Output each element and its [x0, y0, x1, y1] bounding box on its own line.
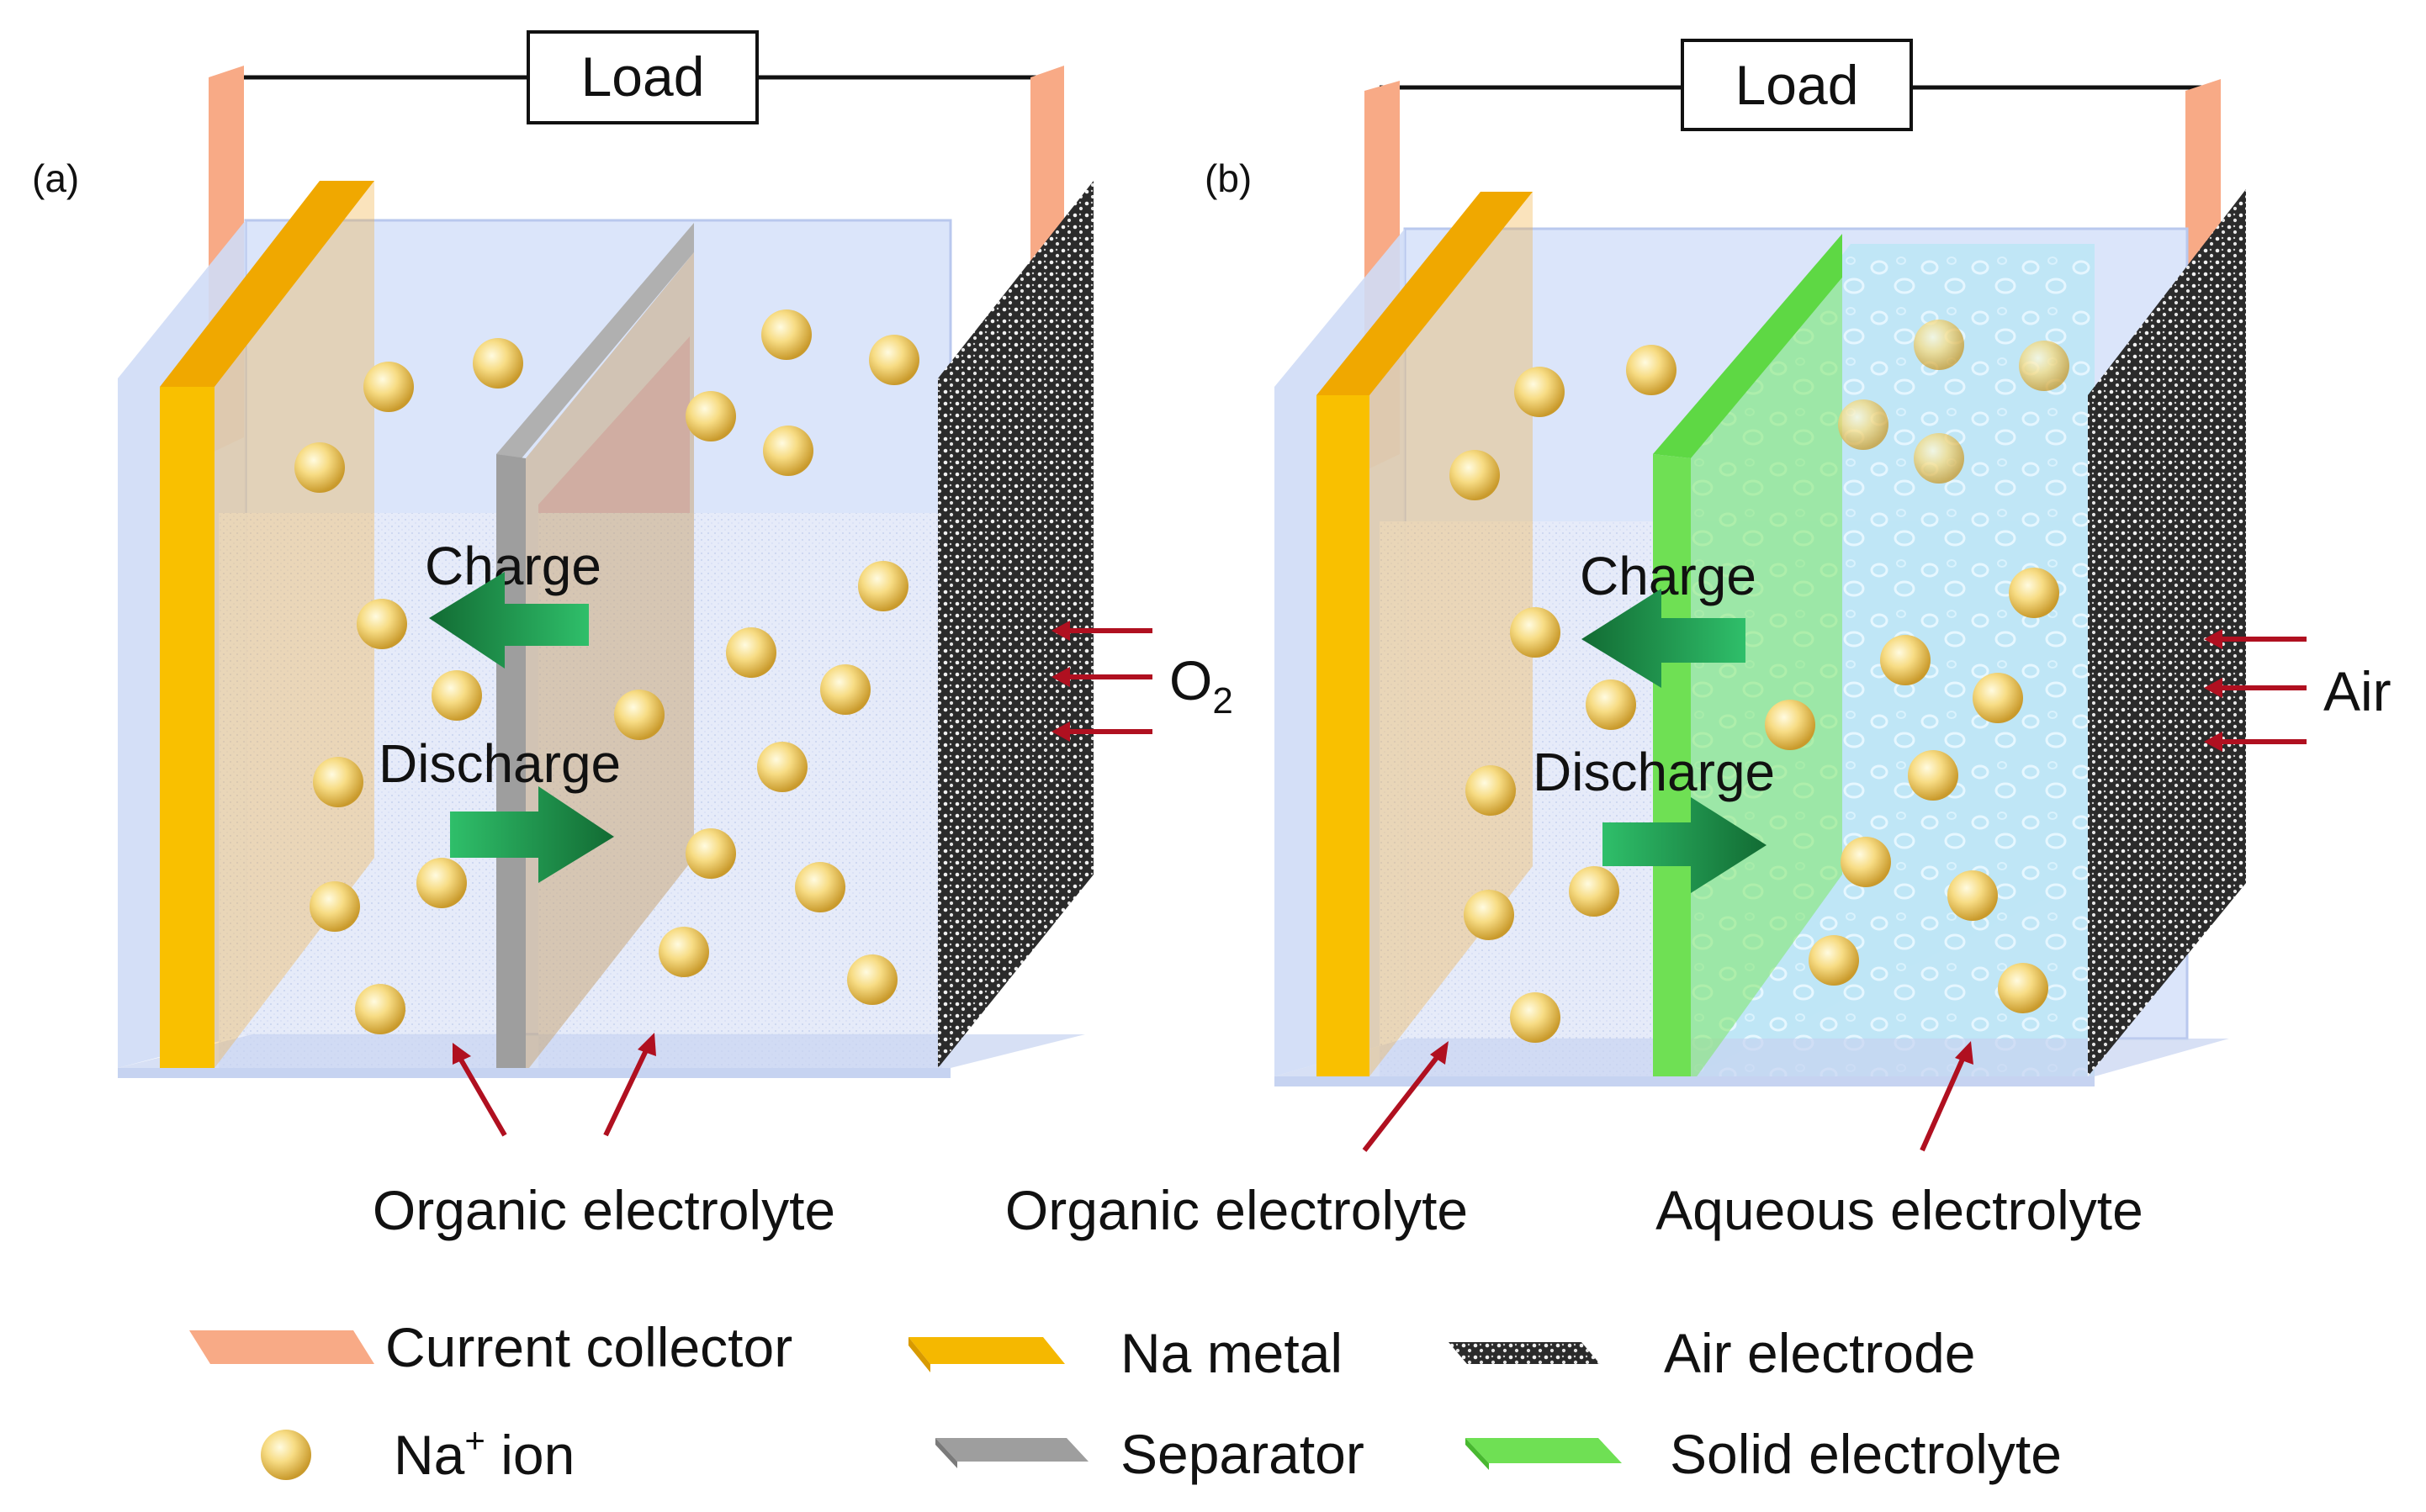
panel-a-load-label: Load: [581, 45, 705, 108]
panel-a: (a) Load: [32, 30, 1233, 1241]
panel-b-na-metal-face: [1316, 395, 1369, 1076]
na-metal-swatch: [908, 1337, 1065, 1364]
panel-b-air-arrows: [2204, 629, 2307, 752]
panel-b-load-label: Load: [1735, 54, 1859, 116]
panel-a-discharge-label: Discharge: [379, 733, 621, 794]
panel-a-separator-top: [496, 223, 694, 458]
panel-b-organic-electrolyte-label: Organic electrolyte: [1005, 1179, 1468, 1241]
panel-b-organic-electrolyte: [1380, 521, 1670, 1076]
panel-a-separator-shadow: [526, 252, 694, 1072]
legend-item-solid-electrolyte: Solid electrolyte: [1465, 1423, 2062, 1485]
legend-item-na-metal: Na metal: [908, 1322, 1343, 1384]
panel-b-charge-arrow: [1581, 589, 1745, 688]
panel-a-na-metal-top: [160, 181, 374, 387]
panel-b-na-metal-side: [1369, 192, 1533, 1076]
legend-item-current-collector: Current collector: [189, 1316, 792, 1378]
panel-b-cell-floor: [1274, 1039, 2229, 1076]
panel-a-gas-label: O2: [1169, 649, 1233, 722]
separator-swatch: [935, 1438, 1089, 1462]
panel-b-discharge-label: Discharge: [1533, 742, 1775, 802]
panel-a-na-metal-side: [215, 181, 374, 1068]
panel-a-electrolyte-label: Organic electrolyte: [373, 1179, 835, 1241]
na-ion-swatch: [261, 1430, 311, 1480]
panel-a-charge-arrow: [429, 572, 589, 669]
panel-a-na-ions: [294, 309, 919, 1034]
panel-b-air-electrode: [2088, 189, 2246, 1076]
panel-b-solid-electrolyte-side: [1691, 278, 1842, 1085]
panel-a-air-electrode: [938, 181, 1094, 1068]
panel-a-na-metal-face: [160, 387, 215, 1068]
current-collector-swatch: [189, 1330, 374, 1364]
panel-a-label: (a): [32, 156, 79, 200]
air-electrode-swatch: [1449, 1342, 1600, 1364]
legend-label-separator: Separator: [1120, 1423, 1364, 1485]
panel-a-charge-label: Charge: [425, 536, 601, 596]
panel-a-cell-front-edge: [118, 1068, 951, 1078]
panel-b-load-box: [1681, 39, 1913, 131]
panel-a-cell-floor: [118, 1034, 1085, 1068]
panel-b-solid-electrolyte-top: [1653, 234, 1842, 458]
panel-b-charge-label: Charge: [1580, 546, 1756, 606]
panel-b-na-metal-top: [1316, 192, 1533, 395]
solid-electrolyte-swatch: [1465, 1438, 1622, 1463]
legend-label-air-electrode: Air electrode: [1664, 1322, 1976, 1384]
panel-b-na-ions: [1449, 320, 2069, 1043]
panel-a-discharge-arrow: [450, 786, 614, 883]
legend-item-separator: Separator: [935, 1423, 1364, 1485]
panel-a-o2-arrows: [1051, 621, 1152, 742]
legend: Current collector Na metal Air electrode…: [189, 1316, 2062, 1486]
panel-a-electrolyte-pointers: [453, 1033, 656, 1137]
panel-b: (b) Load Air Charge: [1005, 39, 2392, 1241]
panel-a-load-box: [527, 30, 759, 124]
panel-b-cell-front-edge: [1274, 1076, 2095, 1086]
legend-label-na-metal: Na metal: [1120, 1322, 1343, 1384]
panel-b-label: (b): [1205, 156, 1252, 200]
panel-b-solid-electrolyte-face: [1653, 454, 1691, 1085]
legend-label-na-ion: Na+ ion: [394, 1420, 575, 1486]
legend-label-solid-electrolyte: Solid electrolyte: [1670, 1423, 2062, 1485]
panel-b-discharge-arrow: [1602, 797, 1767, 893]
legend-item-na-ion: Na+ ion: [261, 1420, 575, 1486]
panel-b-electrolyte-pointers: [1362, 1041, 1973, 1152]
legend-label-current-collector: Current collector: [385, 1316, 792, 1378]
panel-b-aqueous-electrolyte-label: Aqueous electrolyte: [1655, 1179, 2143, 1241]
panel-b-gas-label: Air: [2323, 660, 2392, 722]
legend-item-air-electrode: Air electrode: [1449, 1322, 1976, 1384]
